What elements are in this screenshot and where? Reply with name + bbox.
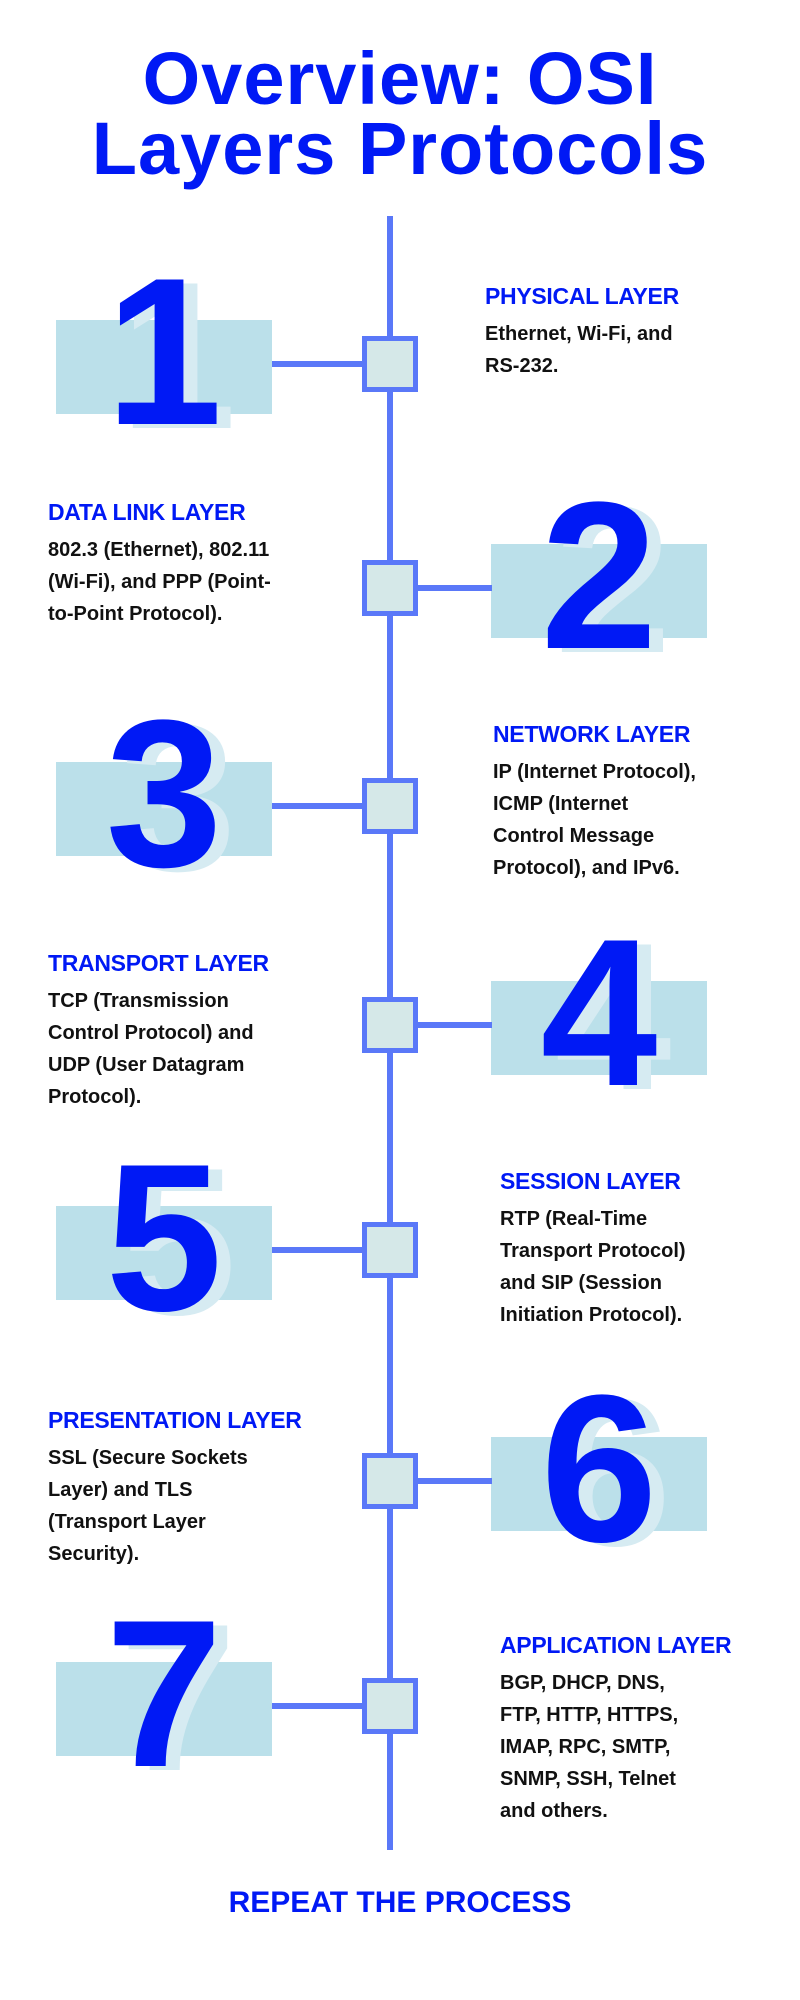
layer-protocol-line: SSL (Secure Sockets — [48, 1447, 248, 1469]
layer-protocol-line: (Wi-Fi), and PPP (Point- — [48, 571, 271, 593]
layer-protocol-line: Protocol), and IPv6. — [493, 857, 680, 879]
layer-heading: SESSION LAYER — [500, 1168, 681, 1194]
layer-heading: PRESENTATION LAYER — [48, 1407, 302, 1433]
layer-number: 5 — [105, 1120, 223, 1355]
layer-protocol-line: BGP, DHCP, DNS, — [500, 1672, 665, 1694]
timeline-node — [362, 1678, 418, 1734]
number-block-bg — [491, 1437, 707, 1531]
connector-line — [406, 585, 492, 591]
layer-heading: DATA LINK LAYER — [48, 499, 246, 525]
layer-heading: TRANSPORT LAYER — [48, 950, 269, 976]
layer-number: 2 — [540, 458, 658, 693]
connector-line — [272, 803, 364, 809]
number-block-bg — [56, 1206, 272, 1300]
layer-protocol-line: (Transport Layer — [48, 1511, 206, 1533]
layer-protocol-line: IMAP, RPC, SMTP, — [500, 1736, 671, 1758]
number-block-bg — [56, 320, 272, 414]
layer-protocol-line: IP (Internet Protocol), — [493, 761, 696, 783]
layer-protocol-line: RS-232. — [485, 355, 559, 377]
layer-protocol-line: FTP, HTTP, HTTPS, — [500, 1704, 679, 1726]
layer-protocol-line: to-Point Protocol). — [48, 603, 223, 625]
timeline-node — [362, 997, 418, 1053]
layer-protocol-line: TCP (Transmission — [48, 990, 229, 1012]
layer-protocol-line: Initiation Protocol). — [500, 1304, 683, 1326]
layer-protocol-line: UDP (User Datagram — [48, 1054, 245, 1076]
number-block-bg — [56, 1662, 272, 1756]
connector-line — [272, 361, 364, 367]
layer-protocol-line: Transport Protocol) — [500, 1240, 686, 1262]
layer-protocol-line: Control Message — [493, 825, 655, 847]
timeline-node — [362, 560, 418, 616]
layer-number: 4 — [540, 895, 658, 1130]
layer-protocol-line: and others. — [500, 1800, 608, 1822]
layer-heading: NETWORK LAYER — [493, 721, 691, 747]
connector-line — [406, 1478, 492, 1484]
timeline-node — [362, 778, 418, 834]
connector-line — [272, 1247, 364, 1253]
layer-protocol-line: and SIP (Session — [500, 1272, 662, 1294]
number-block-bg — [491, 981, 707, 1075]
title-line-1: Overview: OSI — [142, 37, 658, 120]
number-block-bg — [56, 762, 272, 856]
layer-text-3: NETWORK LAYER IP (Internet Protocol), ICMP… — [493, 721, 793, 884]
layer-number: 1 — [105, 234, 223, 469]
layer-protocol-line: Protocol). — [48, 1086, 142, 1108]
layer-number: 6 — [540, 1351, 658, 1586]
footer-repeat: REPEAT THE PROCESS — [228, 1886, 572, 1919]
layer-protocol-line: Layer) and TLS — [48, 1479, 193, 1501]
connector-line — [272, 1703, 364, 1709]
layer-number: 3 — [105, 676, 223, 911]
connector-line — [406, 1022, 492, 1028]
title-line-2: Layers Protocols — [91, 107, 709, 190]
timeline-node — [362, 336, 418, 392]
layer-protocol-line: SNMP, SSH, Telnet — [500, 1768, 676, 1790]
layer-number: 7 — [105, 1576, 223, 1811]
layer-protocol-line: Control Protocol) and — [48, 1022, 254, 1044]
layer-protocol-line: ICMP (Internet — [493, 793, 629, 815]
layer-protocol-line: 802.3 (Ethernet), 802.11 — [48, 539, 270, 561]
layer-protocol-line: Security). — [48, 1543, 140, 1565]
layer-text-2: DATA LINK LAYER 802.3 (Ethernet), 802.11… — [48, 499, 348, 630]
layer-text-7: APPLICATION LAYER BGP, DHCP, DNS, FTP, HTT… — [500, 1632, 800, 1827]
timeline-node — [362, 1453, 418, 1509]
layer-protocol-line: RTP (Real-Time — [500, 1208, 648, 1230]
layer-heading: PHYSICAL LAYER — [485, 283, 679, 309]
number-block-bg — [491, 544, 707, 638]
layer-heading: APPLICATION LAYER — [500, 1632, 732, 1658]
timeline-node — [362, 1222, 418, 1278]
layer-protocol-line: Ethernet, Wi-Fi, and — [485, 323, 673, 345]
